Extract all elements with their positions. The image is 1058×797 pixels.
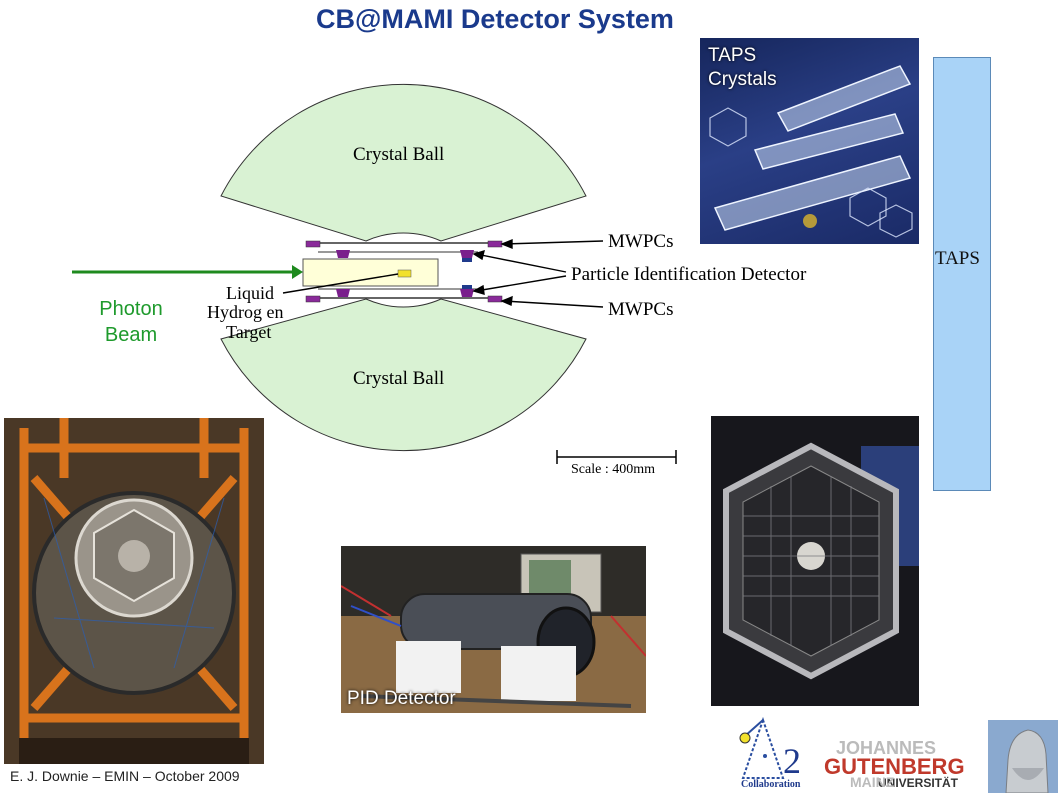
taps-label: TAPS xyxy=(935,248,980,269)
mwpcs-bottom-label: MWPCs xyxy=(608,299,674,320)
a2-collaboration-logo: 2 Collaboration xyxy=(735,716,817,792)
crystal-ball-frame-photo xyxy=(4,418,264,764)
university-line3: UNIVERSITÄT xyxy=(878,776,959,790)
university-line4: MAINZ xyxy=(850,774,895,790)
photon-beam-label: Photon Beam xyxy=(99,298,163,346)
pid-illustration xyxy=(341,546,646,713)
a2-logo-graphic xyxy=(739,716,785,779)
gutenberg-statue-photo xyxy=(988,720,1058,793)
mwpc-block xyxy=(487,295,503,303)
crystal-ball-top-label: Crystal Ball xyxy=(353,144,445,165)
target-core xyxy=(397,269,412,278)
mwpc-block xyxy=(305,240,321,248)
taps-hexagon-illustration xyxy=(711,416,919,706)
university-line1: JOHANNES xyxy=(836,738,937,758)
university-line2: GUTENBERG xyxy=(824,754,965,779)
mwpcs-top-label: MWPCs xyxy=(608,231,674,252)
taps-hexagon-photo xyxy=(711,416,919,706)
pid-detector-photo: PID Detector xyxy=(341,546,646,713)
taps-wall xyxy=(933,57,991,491)
frame-illustration xyxy=(4,418,264,764)
crystal-bars-illustration xyxy=(709,65,913,238)
pid-label: Particle Identification Detector xyxy=(571,264,807,285)
taps-crystals-photo: TAPS Crystals xyxy=(700,38,919,244)
crystal-ball-bottom-label: Crystal Ball xyxy=(353,368,445,389)
footer: E. J. Downie – EMIN – October 2009 xyxy=(10,768,240,784)
crystal-ball-bottom xyxy=(220,298,587,452)
target-cell xyxy=(302,258,439,287)
taps-crystals-caption: TAPS Crystals xyxy=(708,45,777,90)
scale-label: Scale : 400mm xyxy=(571,462,655,477)
pid-detector-caption: PID Detector xyxy=(347,688,456,709)
target-label-line2: Hydrog en xyxy=(207,302,284,322)
statue-illustration xyxy=(988,720,1058,793)
a2-number: 2 xyxy=(783,741,801,781)
target-label-line3: Target xyxy=(226,322,272,342)
beam-arrowhead xyxy=(292,265,303,279)
a2-collaboration-text: Collaboration xyxy=(741,779,801,790)
mwpc-block xyxy=(305,295,321,303)
target-label-line1: Liquid xyxy=(226,283,274,303)
mwpc-block xyxy=(487,240,503,248)
university-logo: JOHANNES GUTENBERG UNIVERSITÄT MAINZ xyxy=(820,738,980,790)
crystal-ball-top xyxy=(220,83,587,242)
page-title: CB@MAMI Detector System xyxy=(316,4,674,34)
